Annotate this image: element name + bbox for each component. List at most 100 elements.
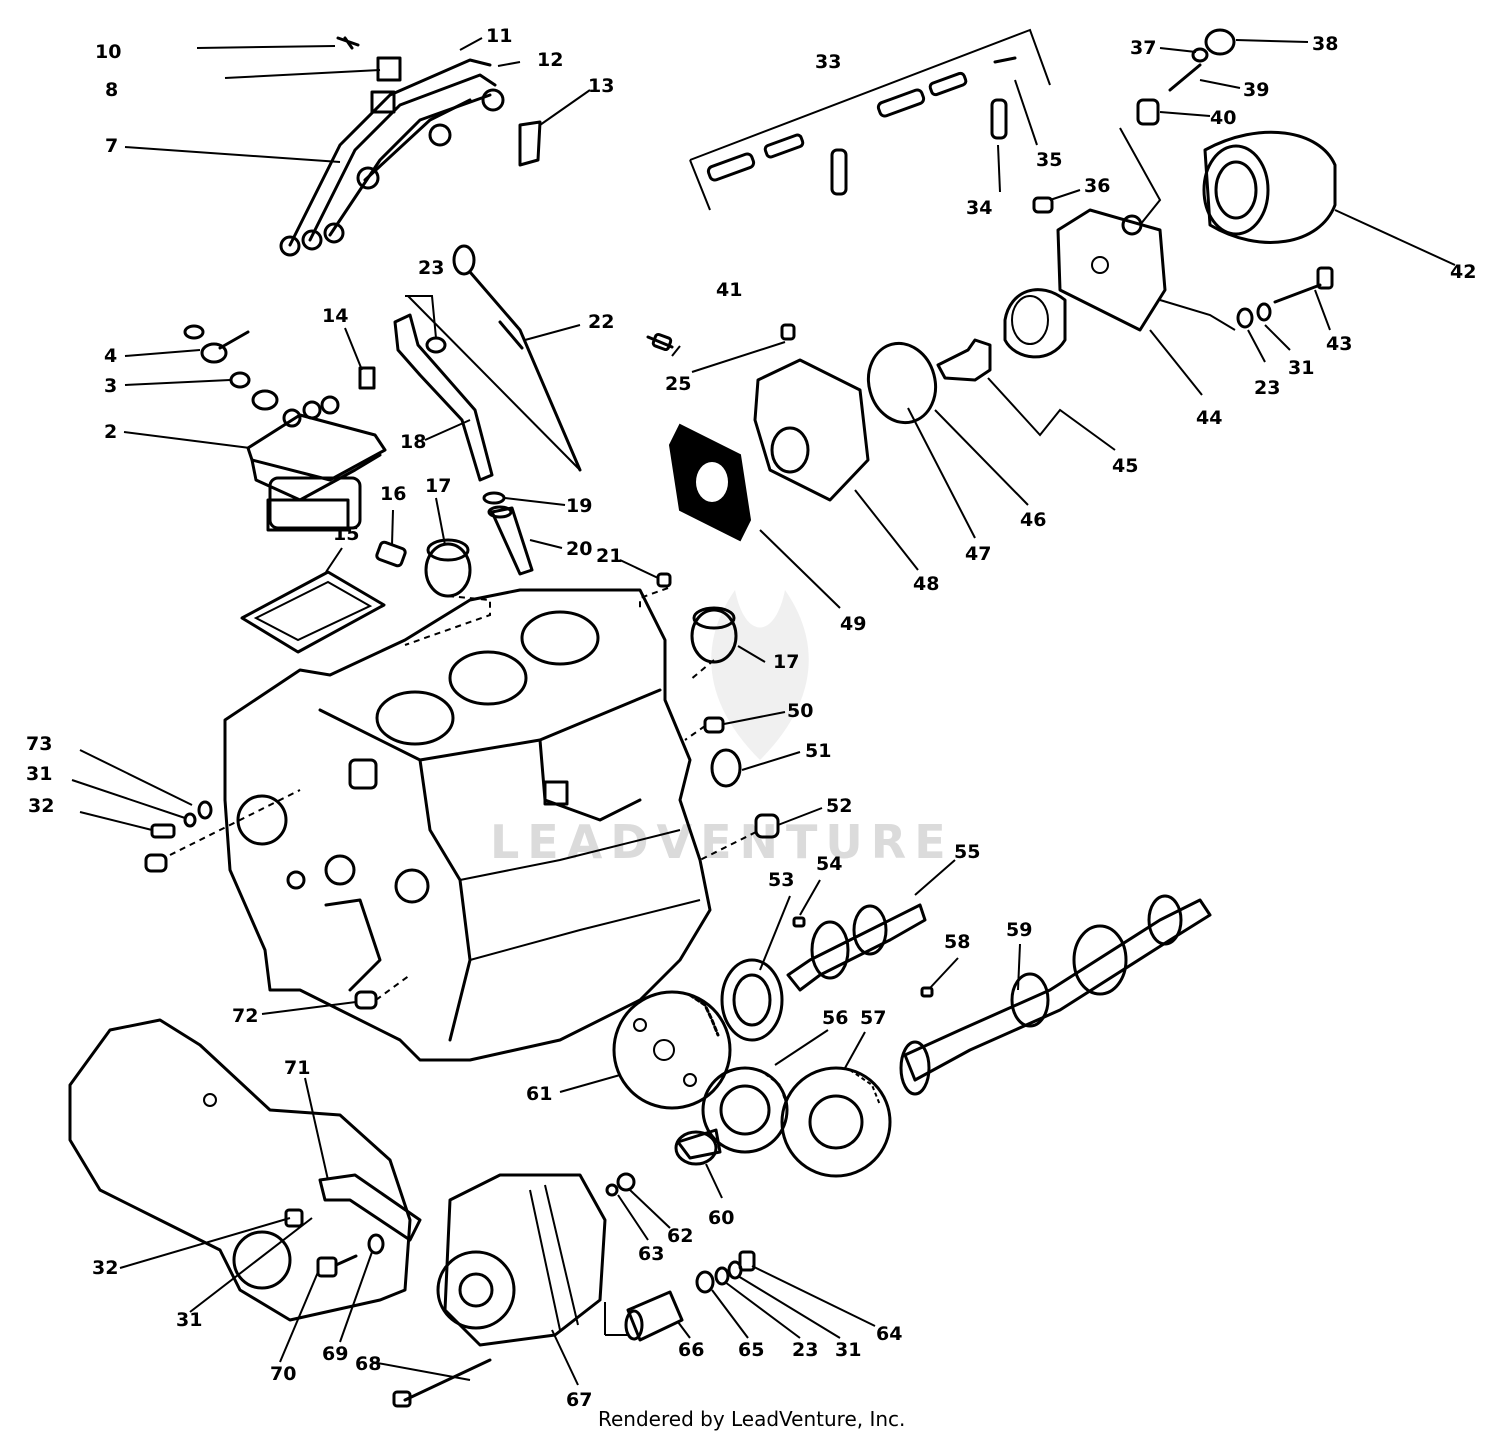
callout-65: 65 bbox=[738, 1339, 764, 1361]
callout-52: 52 bbox=[826, 795, 852, 817]
callout-49: 49 bbox=[840, 613, 866, 635]
callout-71: 71 bbox=[284, 1057, 310, 1079]
callout-43: 43 bbox=[1326, 333, 1352, 355]
oil-filter-42 bbox=[1202, 130, 1337, 244]
callout-18: 18 bbox=[400, 431, 426, 453]
callout-7: 7 bbox=[105, 135, 118, 157]
gear-case-cover bbox=[68, 1018, 412, 1322]
callout-72: 72 bbox=[232, 1005, 258, 1027]
callout-40: 40 bbox=[1210, 107, 1236, 129]
injection-pipes-assembly bbox=[279, 36, 542, 257]
callout-63: 63 bbox=[638, 1243, 664, 1265]
plug-21 bbox=[656, 572, 672, 588]
oil-pump-gasket-49 bbox=[668, 423, 752, 542]
callout-21: 21 bbox=[596, 545, 622, 567]
callout-45: 45 bbox=[1112, 455, 1138, 477]
callout-39: 39 bbox=[1243, 79, 1269, 101]
callout-56: 56 bbox=[822, 1007, 848, 1029]
callout-14: 14 bbox=[322, 305, 348, 327]
callout-8: 8 bbox=[105, 79, 118, 101]
callout-34: 34 bbox=[966, 197, 992, 219]
callout-59: 59 bbox=[1006, 919, 1032, 941]
callout-35: 35 bbox=[1036, 149, 1062, 171]
adjust-link-71 bbox=[318, 1173, 422, 1242]
bushing-60 bbox=[674, 1128, 722, 1166]
callout-64: 64 bbox=[876, 1323, 902, 1345]
bearing-53 bbox=[720, 958, 784, 1042]
callout-25: 25 bbox=[665, 373, 691, 395]
callout-42: 42 bbox=[1450, 261, 1476, 283]
callout-47: 47 bbox=[965, 543, 991, 565]
cap-51 bbox=[710, 748, 742, 788]
gear-56 bbox=[701, 1066, 789, 1154]
dipstick-assembly bbox=[393, 244, 582, 576]
callout-3: 3 bbox=[104, 375, 117, 397]
callout-60: 60 bbox=[708, 1207, 734, 1229]
leader-lines bbox=[71, 37, 1456, 1386]
callout-17-right: 17 bbox=[773, 651, 799, 673]
callout-50: 50 bbox=[787, 700, 813, 722]
drain-plug-16 bbox=[375, 540, 407, 568]
callout-33: 33 bbox=[815, 51, 841, 73]
callout-labels: 10 8 7 11 12 13 4 3 2 14 15 16 17 23 22 … bbox=[26, 25, 1476, 1411]
key-54 bbox=[792, 916, 806, 928]
callout-44: 44 bbox=[1196, 407, 1222, 429]
callout-32-left: 32 bbox=[28, 795, 54, 817]
callout-17-upper: 17 bbox=[425, 475, 451, 497]
callout-51: 51 bbox=[805, 740, 831, 762]
callout-31-right: 31 bbox=[835, 1339, 861, 1361]
callout-32-lower: 32 bbox=[92, 1257, 118, 1279]
callout-19: 19 bbox=[566, 495, 592, 517]
sealing-cap-17-upper bbox=[424, 538, 472, 598]
sensor-41 bbox=[646, 332, 674, 352]
callout-20: 20 bbox=[566, 538, 592, 560]
oil-filter-bracket-44 bbox=[1056, 208, 1167, 332]
key-58 bbox=[920, 986, 934, 998]
callout-61: 61 bbox=[526, 1083, 552, 1105]
callout-4: 4 bbox=[104, 345, 117, 367]
callout-16: 16 bbox=[380, 483, 406, 505]
callout-62: 62 bbox=[667, 1225, 693, 1247]
callout-48: 48 bbox=[913, 573, 939, 595]
callout-10: 10 bbox=[95, 41, 121, 63]
callout-54: 54 bbox=[816, 853, 842, 875]
callout-55: 55 bbox=[954, 841, 980, 863]
oil-pump-rotor-45 bbox=[936, 288, 1067, 382]
callout-23-filter: 23 bbox=[1254, 377, 1280, 399]
callout-36: 36 bbox=[1084, 175, 1110, 197]
callout-13: 13 bbox=[588, 75, 614, 97]
callout-31-lower: 31 bbox=[176, 1309, 202, 1331]
alternator-67 bbox=[436, 1173, 607, 1347]
callout-53: 53 bbox=[768, 869, 794, 891]
o-ring-46 bbox=[866, 341, 938, 425]
alternator-spacer-66 bbox=[624, 1290, 684, 1342]
bolt-washer-left bbox=[144, 800, 213, 873]
oil-pipe-33 bbox=[689, 28, 1051, 211]
callout-68: 68 bbox=[355, 1353, 381, 1375]
filter-fittings-37-40 bbox=[1032, 28, 1236, 214]
alternator-bolt-washers-62-65 bbox=[605, 1172, 756, 1294]
callout-23-dipstick: 23 bbox=[418, 257, 444, 279]
callout-15: 15 bbox=[333, 523, 359, 545]
injection-camshaft-55 bbox=[786, 903, 927, 992]
callout-70: 70 bbox=[270, 1363, 296, 1385]
callout-31-filter: 31 bbox=[1288, 357, 1314, 379]
oil-pump-body-48 bbox=[753, 323, 870, 502]
callout-12: 12 bbox=[537, 49, 563, 71]
injection-pump bbox=[183, 324, 387, 532]
plug-50 bbox=[703, 716, 725, 734]
camshaft-59 bbox=[899, 894, 1212, 1096]
cylinder-block bbox=[223, 588, 712, 1062]
callout-69: 69 bbox=[322, 1343, 348, 1365]
callout-31-left: 31 bbox=[26, 763, 52, 785]
bolt-69-70 bbox=[284, 1208, 385, 1278]
plug-52 bbox=[754, 813, 780, 839]
watermark-text: LEADVENTURE bbox=[490, 815, 954, 869]
plug-72 bbox=[354, 990, 378, 1010]
callout-73: 73 bbox=[26, 733, 52, 755]
callout-46: 46 bbox=[1020, 509, 1046, 531]
bolt-68 bbox=[392, 1358, 492, 1408]
callout-11: 11 bbox=[486, 25, 512, 47]
pump-gasket bbox=[240, 570, 386, 654]
